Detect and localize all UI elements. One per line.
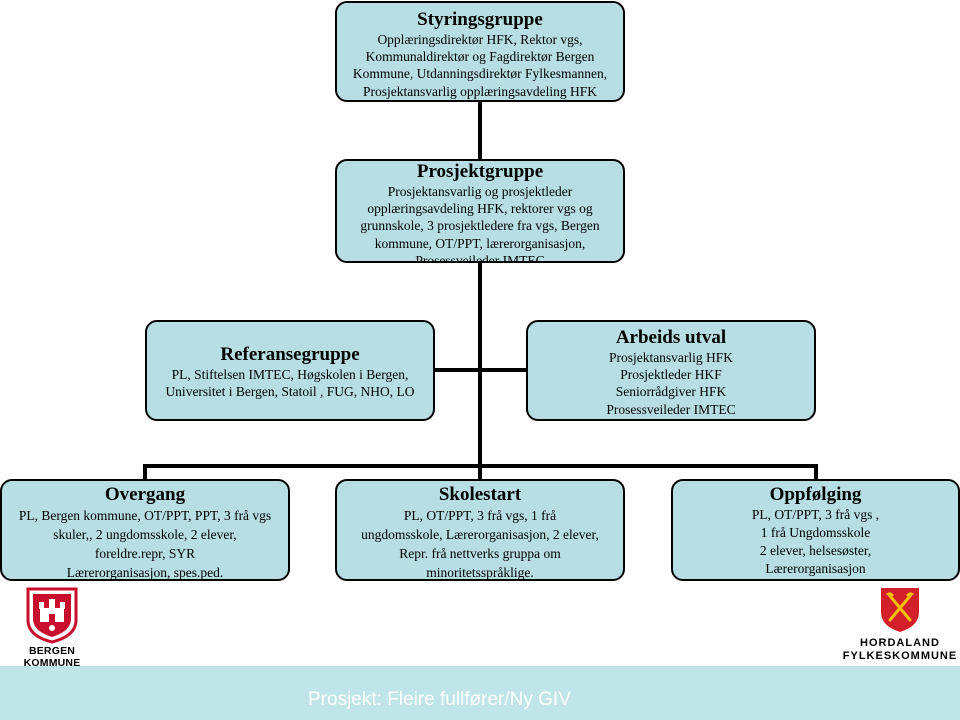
skolestart-line: ungdomsskole, Lærerorganisasjon, 2 eleve… [361,527,599,542]
skolestart-line: Repr. frå nettverks gruppa om [399,546,561,561]
overgang-line: skuler,, 2 ungdomsskole, 2 elever, [53,527,237,542]
hordaland-logo-line1: HORDALAND [860,637,940,649]
connector-side-horizontal [435,368,526,372]
oppfolging-line: Lærerorganisasjon [765,561,866,576]
overgang-box: Overgang PL, Bergen kommune, OT/PPT, PPT… [0,479,290,581]
prosjektgruppe-line: opplæringsavdeling HFK, rektorer vgs og [367,201,593,217]
prosjektgruppe-box: Prosjektgruppe Prosjektansvarlig og pros… [335,159,625,263]
prosjektgruppe-title: Prosjektgruppe [416,161,544,182]
arbeids-utval-line: Prosjektansvarlig HFK [608,350,734,365]
hordaland-logo-line2: FYLKESKOMMUNE [842,650,958,662]
hordaland-coat-of-arms-icon [881,588,919,632]
referansegruppe-line: PL, Stiftelsen IMTEC, Høgskolen i Bergen… [171,367,409,382]
bergen-kommune-coat-of-arms-icon [26,587,78,644]
connector-trunk-main [478,263,482,467]
styringsgruppe-line: Opplæringsdirektør HFK, Rektor vgs, [377,32,583,47]
connector-drop-oppfolging [814,464,818,479]
arbeids-utval-line: Prosjektleder HKF [620,367,722,383]
footer-bar [0,666,960,720]
connector-drop-overgang [143,464,147,479]
skolestart-title: Skolestart [438,484,522,505]
oppfolging-title: Oppfølging [769,484,862,505]
prosjektgruppe-line: Prosjektansvarlig og prosjektleder [387,184,573,199]
footer-project-title: Prosjekt: Fleire fullfører/Ny GIV [308,689,571,710]
oppfolging-line: 2 elever, helsesøster, [759,543,872,558]
styringsgruppe-line: Kommunaldirektør og Fagdirektør Bergen [365,49,595,65]
referansegruppe-title: Referansegruppe [220,344,360,365]
oppfolging-line: PL, OT/PPT, 3 frå vgs , [751,507,880,522]
skolestart-line: minoritetsspråklige. [426,565,534,580]
prosjektgruppe-line: grunnskole, 3 prosjektledere fra vgs, Be… [360,218,600,234]
arbeids-utval-box: Arbeids utval Prosjektansvarlig HFK Pros… [526,320,816,421]
arbeids-utval-title: Arbeids utval [615,327,727,348]
prosjektgruppe-line: kommune, OT/PPT, lærerorganisasjon, [374,235,586,251]
overgang-line: PL, Bergen kommune, OT/PPT, PPT, 3 frå v… [18,508,272,523]
styringsgruppe-line: Kommune, Utdanningsdirektør Fylkesmannen… [352,66,608,82]
overgang-line: Lærerorganisasjon, spes.ped. [66,565,224,580]
overgang-line: foreldre.repr, SYR [94,546,196,561]
connector-styring-prosjekt [478,102,482,159]
overgang-title: Overgang [104,484,186,505]
skolestart-box: Skolestart PL, OT/PPT, 3 frå vgs, 1 frå … [335,479,625,581]
oppfolging-box: Oppfølging PL, OT/PPT, 3 frå vgs , 1 frå… [671,479,960,581]
styringsgruppe-title: Styringsgruppe [417,9,543,30]
connector-drop-skolestart [478,464,482,479]
referansegruppe-line: Universitet i Bergen, Statoil , FUG, NHO… [165,384,415,400]
prosjektgruppe-line: Prosessveileder IMTEC [415,252,545,263]
hordaland-fylkeskommune-logo-text: HORDALAND FYLKESKOMMUNE [840,637,960,663]
referansegruppe-box: Referansegruppe PL, Stiftelsen IMTEC, Hø… [145,320,435,421]
oppfolging-line: 1 frå Ungdomsskole [760,525,871,540]
styringsgruppe-box: Styringsgruppe Opplæringsdirektør HFK, R… [335,1,625,102]
styringsgruppe-line: Prosjektansvarlig opplæringsavdeling HFK [363,83,597,99]
arbeids-utval-line: Prosessveileder IMTEC [606,401,736,417]
skolestart-line: PL, OT/PPT, 3 frå vgs, 1 frå [403,508,557,523]
arbeids-utval-line: Seniorrådgiver HFK [615,384,727,400]
